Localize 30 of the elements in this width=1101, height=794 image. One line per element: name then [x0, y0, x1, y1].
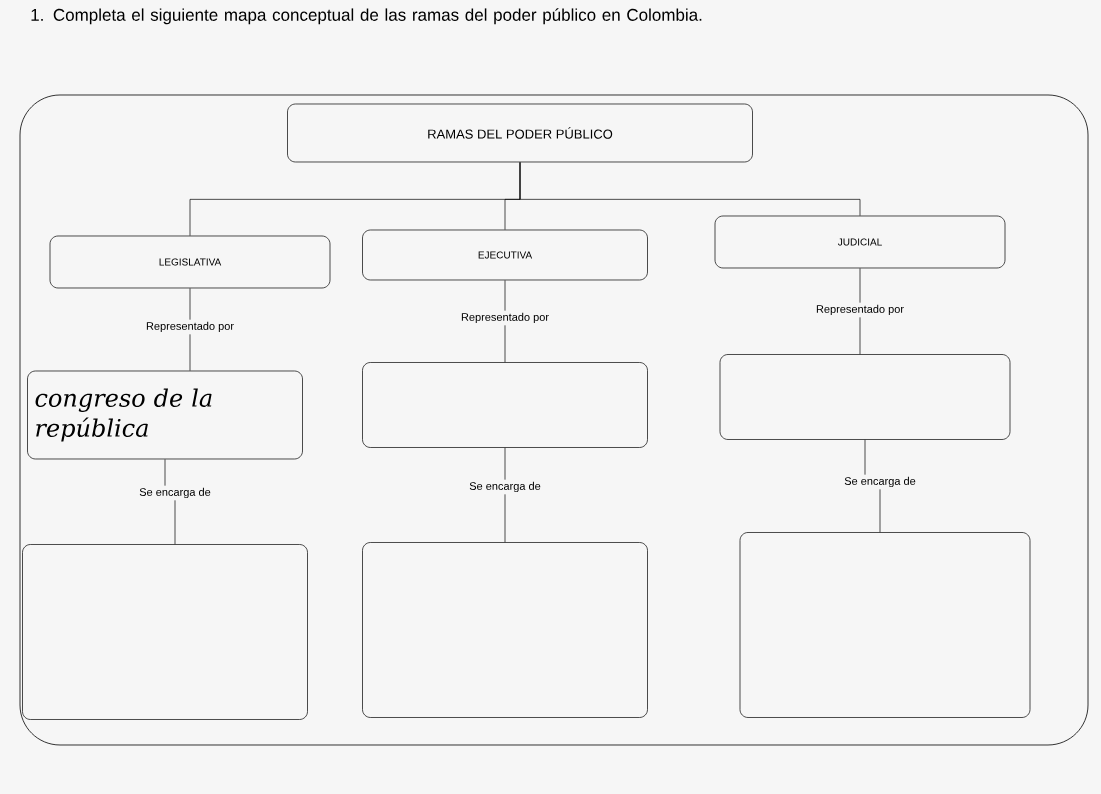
connector-text: Se encarga de: [139, 487, 211, 499]
empty-box: [22, 544, 308, 720]
concept-box: LEGISLATIVA: [49, 235, 331, 289]
connector-line: [864, 439, 866, 476]
connector-line: [174, 499, 176, 545]
connector-line: [189, 288, 191, 321]
connector-text: Representado por: [146, 321, 234, 333]
connector-text: Se encarga de: [469, 481, 541, 493]
empty-box: [362, 362, 648, 448]
connector-line: [859, 316, 861, 355]
connector-line: [504, 447, 506, 481]
concept-box: JUDICIAL: [714, 215, 1006, 269]
connector-text: Representado por: [816, 304, 904, 316]
connector-line: [504, 280, 506, 312]
empty-box: [719, 354, 1011, 440]
question-text: 1. Completa el siguiente mapa conceptual de las ramas del poder público en Colombia.: [31, 8, 702, 25]
connector-line: [504, 493, 506, 543]
empty-box: [739, 532, 1031, 718]
concept-box: RAMAS DEL PODER PÚBLICO: [287, 103, 753, 163]
connector-text: Representado por: [461, 312, 549, 324]
connector-line: [164, 459, 166, 487]
connector-line: [859, 268, 861, 304]
empty-box: [362, 542, 648, 718]
connector-line: [879, 488, 881, 533]
connector-text: Se encarga de: [844, 476, 916, 488]
connector-line: [519, 162, 861, 216]
connector-line: [189, 333, 191, 371]
connector-line: [504, 324, 506, 363]
answer-box: congreso de la república: [27, 370, 303, 460]
concept-box: EJECUTIVA: [362, 229, 648, 281]
